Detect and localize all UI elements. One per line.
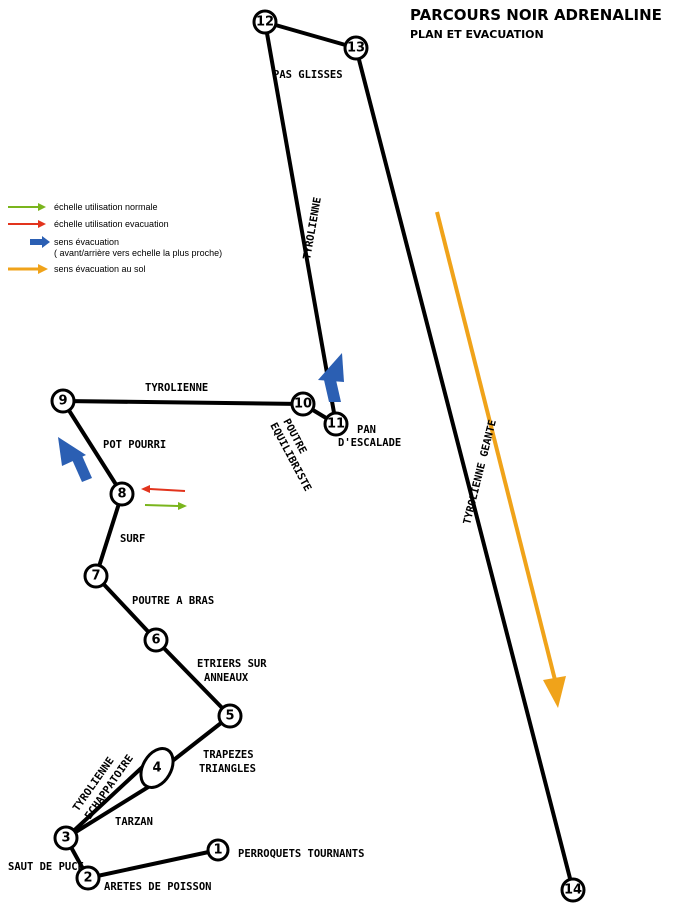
segment-8-9 [61,399,124,496]
blue-arrow-11-head [318,353,344,382]
legend-blue-arrow [30,236,50,248]
svg-text:5: 5 [225,709,234,724]
node-9: 9 [50,388,76,414]
label-saut: SAUT DE PUCE [8,861,84,873]
legend-green-arrowhead [38,203,46,211]
label-trapezes-1: TRAPEZES [203,749,254,761]
svg-text:14: 14 [564,883,582,898]
node-10: 10 [290,391,316,417]
legend-evac-dir-detail: ( avant/arrière vers echelle la plus pro… [54,248,222,258]
label-pas-glisses: PAS GLISSES [273,69,343,81]
svg-text:10: 10 [294,397,312,412]
svg-text:4: 4 [152,761,161,776]
svg-text:3: 3 [61,831,70,846]
label-etriers-2: ANNEAUX [204,672,249,684]
segment-5-6 [154,638,232,718]
segment-7-8 [94,492,124,578]
svg-text:11: 11 [327,417,345,432]
node-1: 1 [206,838,230,862]
legend-evac-ladder: échelle utilisation evacuation [54,219,169,229]
red-arrow-8 [149,488,186,492]
svg-text:6: 6 [151,633,160,648]
green-arrow-8 [144,504,179,507]
svg-text:7: 7 [91,569,100,584]
node-14: 14 [560,877,586,903]
legend-normal: échelle utilisation normale [54,202,158,212]
label-etriers-1: ETRIERS SUR [197,658,267,670]
label-perroquets: PERROQUETS TOURNANTS [238,848,364,860]
segment-12-13 [263,20,358,50]
map-subtitle: PLAN ET EVACUATION [410,28,544,41]
label-pan-1: PAN [357,424,376,436]
red-arrow-8-head [141,485,150,493]
segment-6-7 [94,574,158,642]
svg-text:9: 9 [58,394,67,409]
blue-arrow-11-shaft [324,380,341,402]
node-8: 8 [109,481,135,507]
svg-text:12: 12 [256,15,274,30]
label-surf: SURF [120,533,145,545]
map-title: PARCOURS NOIR ADRENALINE [410,6,662,24]
label-tarzan: TARZAN [115,816,153,828]
orange-arrow-head [543,676,566,708]
segment-11-12 [263,20,338,426]
node-3: 3 [53,825,79,851]
label-pot-pourri: POT POURRI [103,439,166,451]
label-pan-2: D'ESCALADE [338,437,401,449]
node-12: 12 [252,9,278,35]
node-5: 5 [217,703,243,729]
legend-ground: sens évacuation au sol [54,264,146,274]
svg-text:8: 8 [117,487,126,502]
legend-orange-arrowhead [38,264,48,274]
legend-evac-dir: sens évacuation [54,237,119,247]
label-tyro-top: TYROLIENNE [145,382,208,394]
legend: échelle utilisation normale échelle util… [8,202,222,274]
node-6: 6 [143,627,169,653]
segment-13-14 [354,46,575,892]
orange-arrow-shaft [435,211,557,681]
label-tyro-vertical: TYROLIENNE [301,196,324,260]
segment-9-10 [61,399,305,406]
label-poutre-bras: POUTRE A BRAS [132,595,214,607]
svg-text:1: 1 [213,843,222,858]
segment-3-4-upper [64,758,152,840]
node-4: 4 [139,747,175,789]
node-7: 7 [83,563,109,589]
node-13: 13 [343,35,369,61]
node-11: 11 [323,411,349,437]
label-aretes: ARETES DE POISSON [104,881,211,893]
svg-text:13: 13 [347,41,365,56]
segment-1-2 [86,848,220,880]
segment-4-5 [164,714,232,768]
blue-arrow-8-head [58,437,86,466]
legend-red-arrowhead [38,220,46,228]
green-arrow-8-head [178,502,187,510]
label-trapezes-2: TRIANGLES [199,763,256,775]
node-2: 2 [75,865,101,891]
svg-text:2: 2 [83,871,92,886]
